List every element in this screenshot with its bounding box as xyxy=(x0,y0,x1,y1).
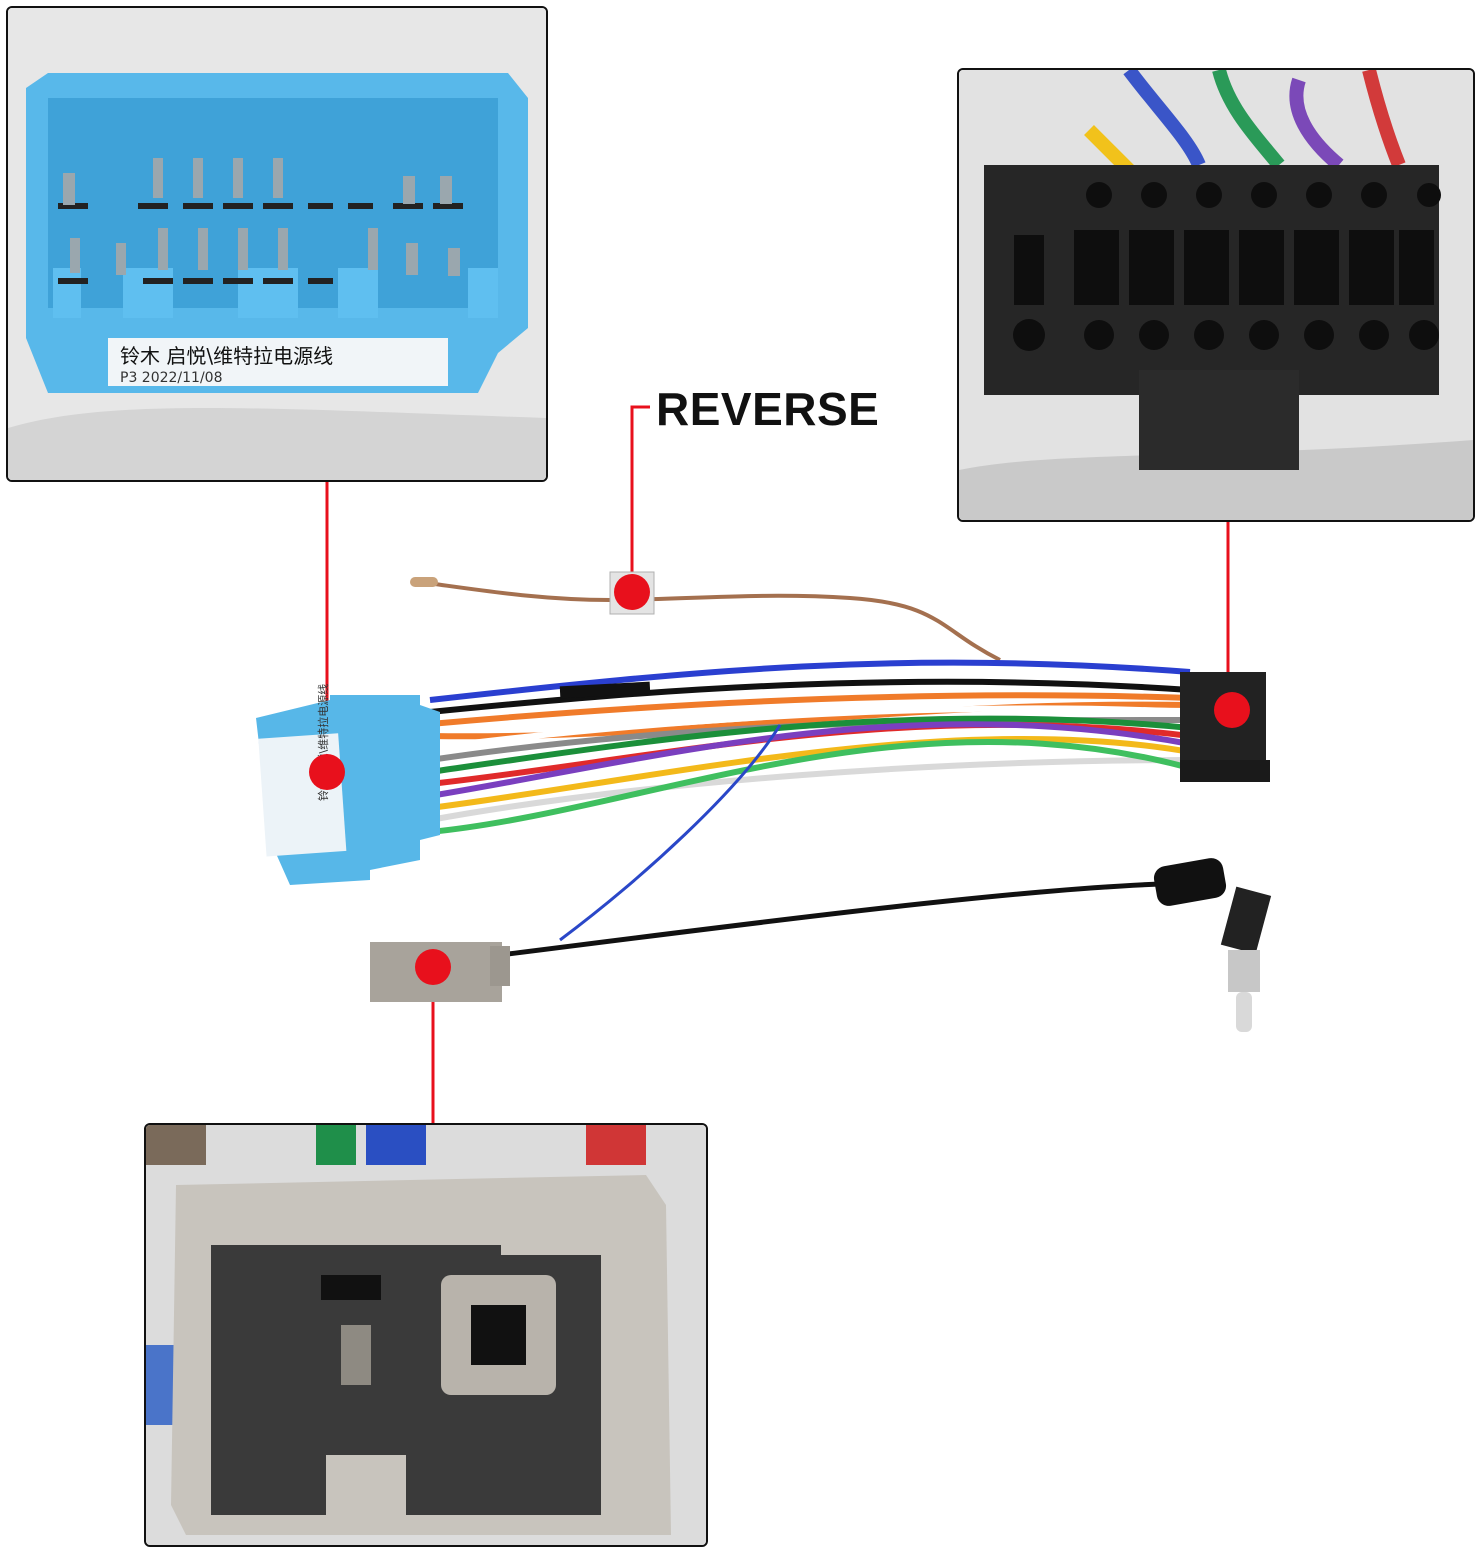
markers xyxy=(309,574,1250,985)
connector-label-line2: P3 2022/11/08 xyxy=(120,370,223,386)
reverse-label: REVERSE xyxy=(656,383,880,435)
antenna-cable xyxy=(499,724,1272,1032)
connector-label-line1: 铃木 启悦\维特拉电源线 xyxy=(120,344,333,368)
blue-connector: 铃木 启悦\维特拉电源线 xyxy=(256,684,440,885)
red-dot-icon xyxy=(309,754,345,790)
wire-bundle xyxy=(429,659,1191,835)
grey-connector-closeup xyxy=(144,1123,708,1547)
blue-connector-closeup: 铃木 启悦\维特拉电源线 P3 2022/11/08 xyxy=(6,6,548,482)
black-connector-closeup xyxy=(957,68,1475,522)
black-connector xyxy=(1180,672,1270,782)
red-dot-icon xyxy=(415,949,451,985)
red-dot-icon xyxy=(1214,692,1250,728)
reverse-wire xyxy=(410,571,1001,662)
red-dot-icon xyxy=(614,574,650,610)
